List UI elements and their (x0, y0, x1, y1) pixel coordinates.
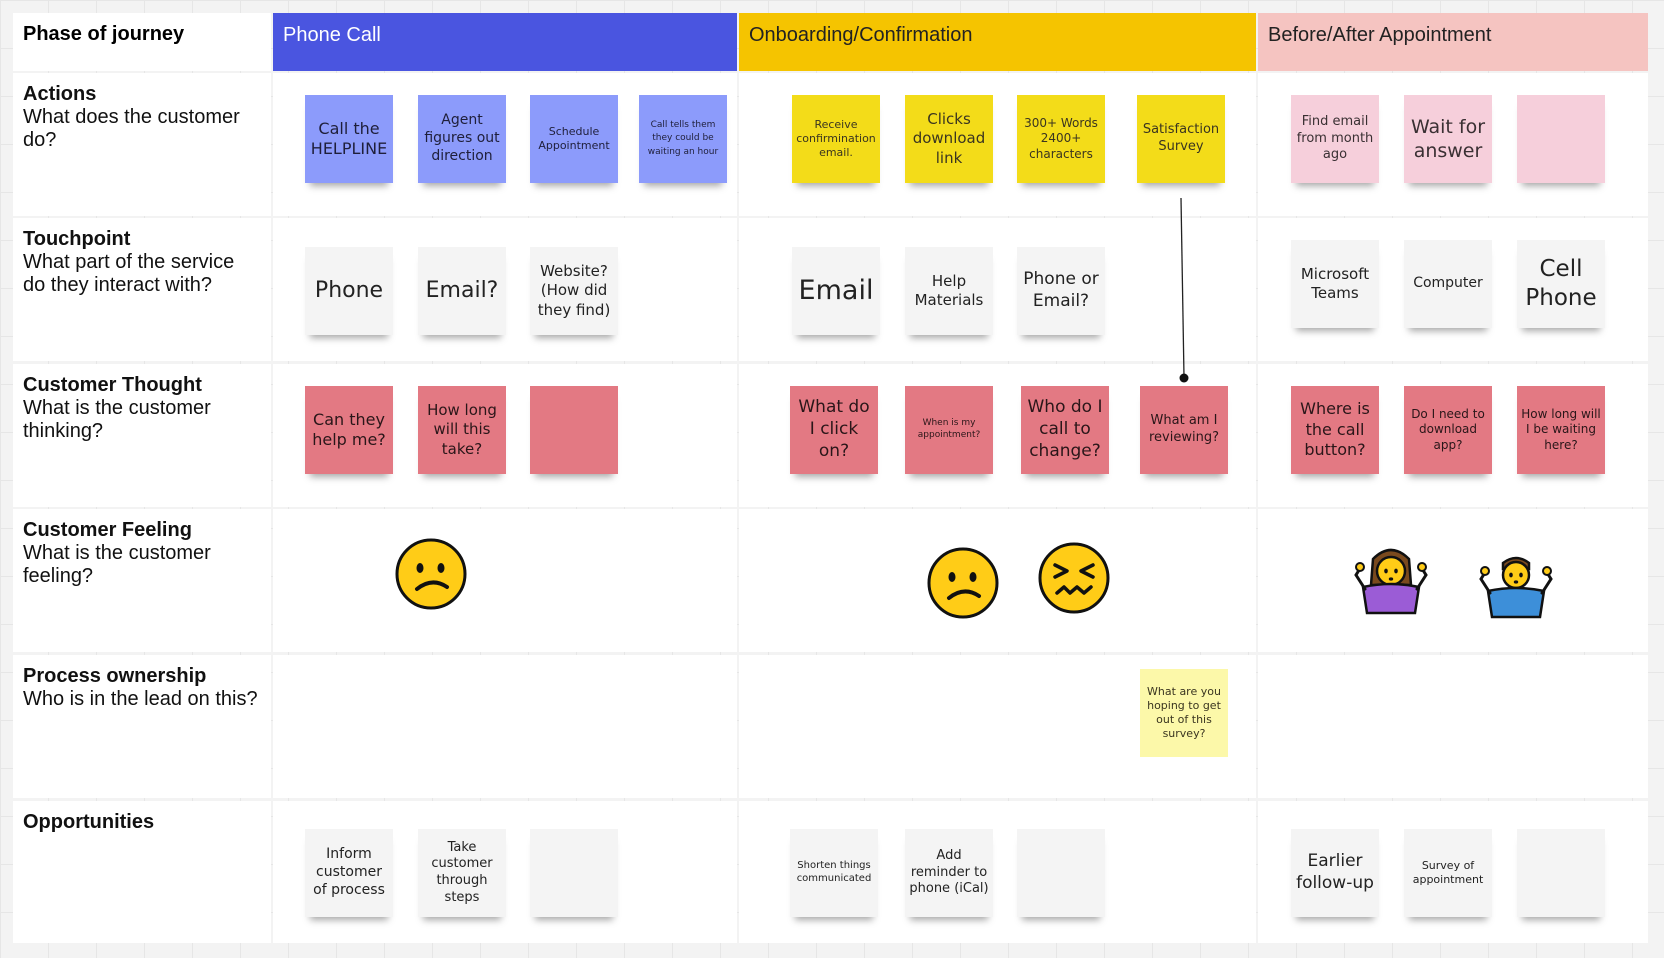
phase-of-journey-label: Phase of journey (13, 13, 271, 71)
sticky-note-action-empty[interactable] (1517, 95, 1605, 183)
row-subtitle: What does the customer do? (23, 106, 240, 151)
sticky-note-thought[interactable]: What do I click on? (790, 386, 878, 474)
phase-header-before-after[interactable]: Before/After Appointment (1258, 13, 1648, 71)
sticky-note-opportunity[interactable]: Shorten things communicated (790, 829, 878, 917)
row-title: Customer Feeling (23, 519, 192, 541)
row-label-thought: Customer Thought What is the customer th… (13, 364, 271, 507)
sticky-note-thought[interactable]: Do I need to download app? (1404, 386, 1492, 474)
sticky-note-opportunity[interactable]: Add reminder to phone (iCal) (905, 829, 993, 917)
sticky-note-opportunity-empty[interactable] (530, 829, 618, 917)
sticky-note-touchpoint[interactable]: Email? (418, 247, 506, 335)
sticky-note-opportunity-empty[interactable] (1017, 829, 1105, 917)
sticky-note-thought[interactable]: What am I reviewing? (1140, 386, 1228, 474)
grid-cell (1258, 509, 1648, 652)
sticky-note-touchpoint[interactable]: Microsoft Teams (1291, 240, 1379, 328)
sticky-note-thought[interactable]: Where is the call button? (1291, 386, 1379, 474)
phase-header-phone-call[interactable]: Phone Call (273, 13, 737, 71)
sticky-note-touchpoint[interactable]: Cell Phone (1517, 240, 1605, 328)
grid-cell (1258, 655, 1648, 798)
confused-face-icon (927, 547, 999, 619)
row-label-feeling: Customer Feeling What is the customer fe… (13, 509, 271, 652)
sticky-note-thought-empty[interactable] (530, 386, 618, 474)
row-title: Opportunities (23, 811, 155, 833)
row-title: Customer Thought (23, 374, 202, 396)
man-shrugging-icon (1479, 556, 1553, 619)
sticky-note-opportunity[interactable]: Survey of appointment (1404, 829, 1492, 917)
sticky-note-touchpoint[interactable]: Website? (How did they find) (530, 247, 618, 335)
sticky-note-action[interactable]: Satisfaction Survey (1137, 95, 1225, 183)
row-subtitle: Who is in the lead on this? (23, 688, 258, 710)
sticky-note-thought[interactable]: When is my appointment? (905, 386, 993, 474)
row-label-opportunities: Opportunities (13, 801, 271, 943)
connector-endpoint-dot (1179, 373, 1189, 383)
sticky-note-touchpoint[interactable]: Computer (1404, 240, 1492, 328)
row-subtitle: What part of the service do they interac… (23, 251, 235, 296)
row-label-ownership: Process ownership Who is in the lead on … (13, 655, 271, 798)
sticky-note-opportunity[interactable]: Take customer through steps (418, 829, 506, 917)
sticky-note-thought[interactable]: How long will I be waiting here? (1517, 386, 1605, 474)
grid-cell (273, 655, 737, 798)
row-label-actions: Actions What does the customer do? (13, 73, 271, 216)
sticky-note-action[interactable]: Agent figures out direction (418, 95, 506, 183)
sticky-note-opportunity-empty[interactable] (1517, 829, 1605, 917)
sticky-note-thought[interactable]: Who do I call to change? (1021, 386, 1109, 474)
sticky-note-touchpoint[interactable]: Email (792, 247, 880, 335)
woman-shrugging-icon (1354, 548, 1428, 615)
sticky-note-touchpoint[interactable]: Help Materials (905, 247, 993, 335)
grid-cell (273, 509, 737, 652)
phase-header-onboarding[interactable]: Onboarding/Confirmation (739, 13, 1256, 71)
sticky-note-action[interactable]: 300+ Words 2400+ characters (1017, 95, 1105, 183)
sticky-note-action[interactable]: Clicks download link (905, 95, 993, 183)
row-subtitle: What is the customer feeling? (23, 542, 211, 587)
row-title: Actions (23, 83, 97, 105)
row-title: Touchpoint (23, 228, 131, 250)
sticky-note-thought[interactable]: How long will this take? (418, 386, 506, 474)
sticky-note-opportunity[interactable]: Inform customer of process (305, 829, 393, 917)
sticky-note-touchpoint[interactable]: Phone (305, 247, 393, 335)
sticky-note-action[interactable]: Call tells them they could be waiting an… (639, 95, 727, 183)
sticky-note-thought[interactable]: Can they help me? (305, 386, 393, 474)
connector-path (1180, 197, 1185, 378)
row-title: Process ownership (23, 665, 207, 687)
sticky-note-action[interactable]: Find email from month ago (1291, 95, 1379, 183)
sticky-note-touchpoint[interactable]: Phone or Email? (1017, 247, 1105, 335)
sticky-note-action[interactable]: Wait for answer (1404, 95, 1492, 183)
sticky-note-opportunity[interactable]: Earlier follow-up (1291, 829, 1379, 917)
sticky-note-ownership[interactable]: What are you hoping to get out of this s… (1140, 669, 1228, 757)
sticky-note-action[interactable]: Call the HELPLINE (305, 95, 393, 183)
row-subtitle: What is the customer thinking? (23, 397, 211, 442)
confounded-face-icon (1038, 542, 1110, 614)
sticky-note-action[interactable]: Receive confirmination email. (792, 95, 880, 183)
row-label-touchpoint: Touchpoint What part of the service do t… (13, 218, 271, 361)
sticky-note-action[interactable]: Schedule Appointment (530, 95, 618, 183)
confused-face-icon (395, 538, 467, 610)
